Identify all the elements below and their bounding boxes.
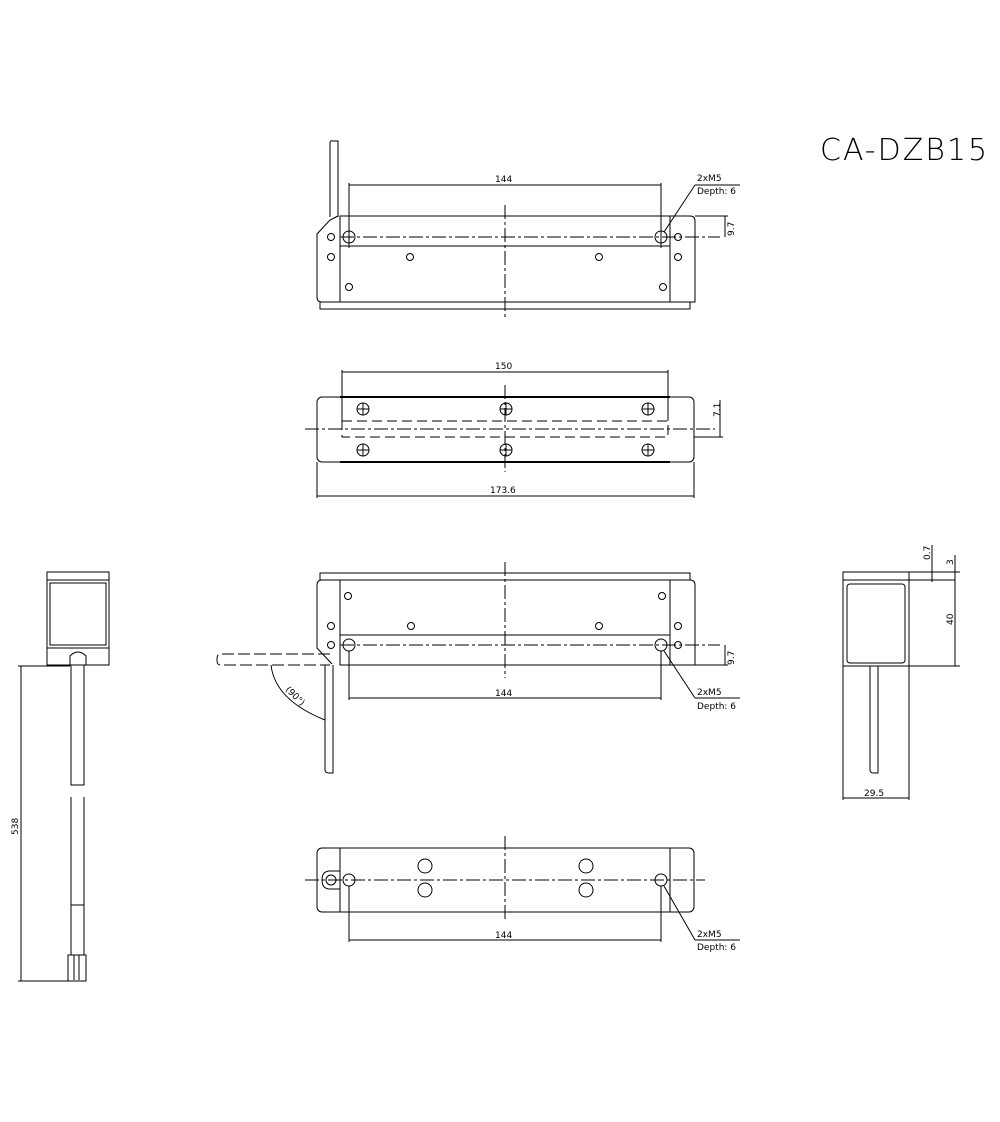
plan-view [305, 836, 740, 942]
callout-depth-plan: Depth: 6 [697, 943, 736, 953]
front-view [305, 370, 723, 498]
callout-depth-bottom: Depth: 6 [697, 702, 736, 712]
dim-144-top: 144 [495, 175, 512, 185]
dim-150: 150 [495, 362, 512, 372]
dim-9-7-top: 9.7 [727, 222, 737, 236]
top-view [316, 140, 740, 320]
dim-144-plan: 144 [495, 931, 512, 941]
dim-29-5: 29.5 [864, 789, 884, 799]
dim-40: 40 [946, 613, 956, 625]
drawing-title: CA-DZB15 [820, 133, 990, 168]
callout-m5-plan: 2xM5 [697, 930, 722, 940]
side-view-left [18, 571, 110, 982]
dim-173-6: 173.6 [490, 486, 516, 496]
callout-m5-bottom: 2xM5 [697, 688, 722, 698]
dim-7-1: 7.1 [713, 403, 723, 417]
dim-0-7: 0.7 [923, 546, 933, 560]
side-view-right [842, 545, 960, 800]
bottom-view [216, 562, 740, 774]
dim-538: 538 [11, 818, 21, 835]
dim-9-7-bottom: 9.7 [727, 651, 737, 665]
callout-m5-top: 2xM5 [697, 174, 722, 184]
dim-144-bottom: 144 [495, 689, 512, 699]
dim-3: 3 [946, 559, 956, 565]
callout-depth-top: Depth: 6 [697, 187, 736, 197]
